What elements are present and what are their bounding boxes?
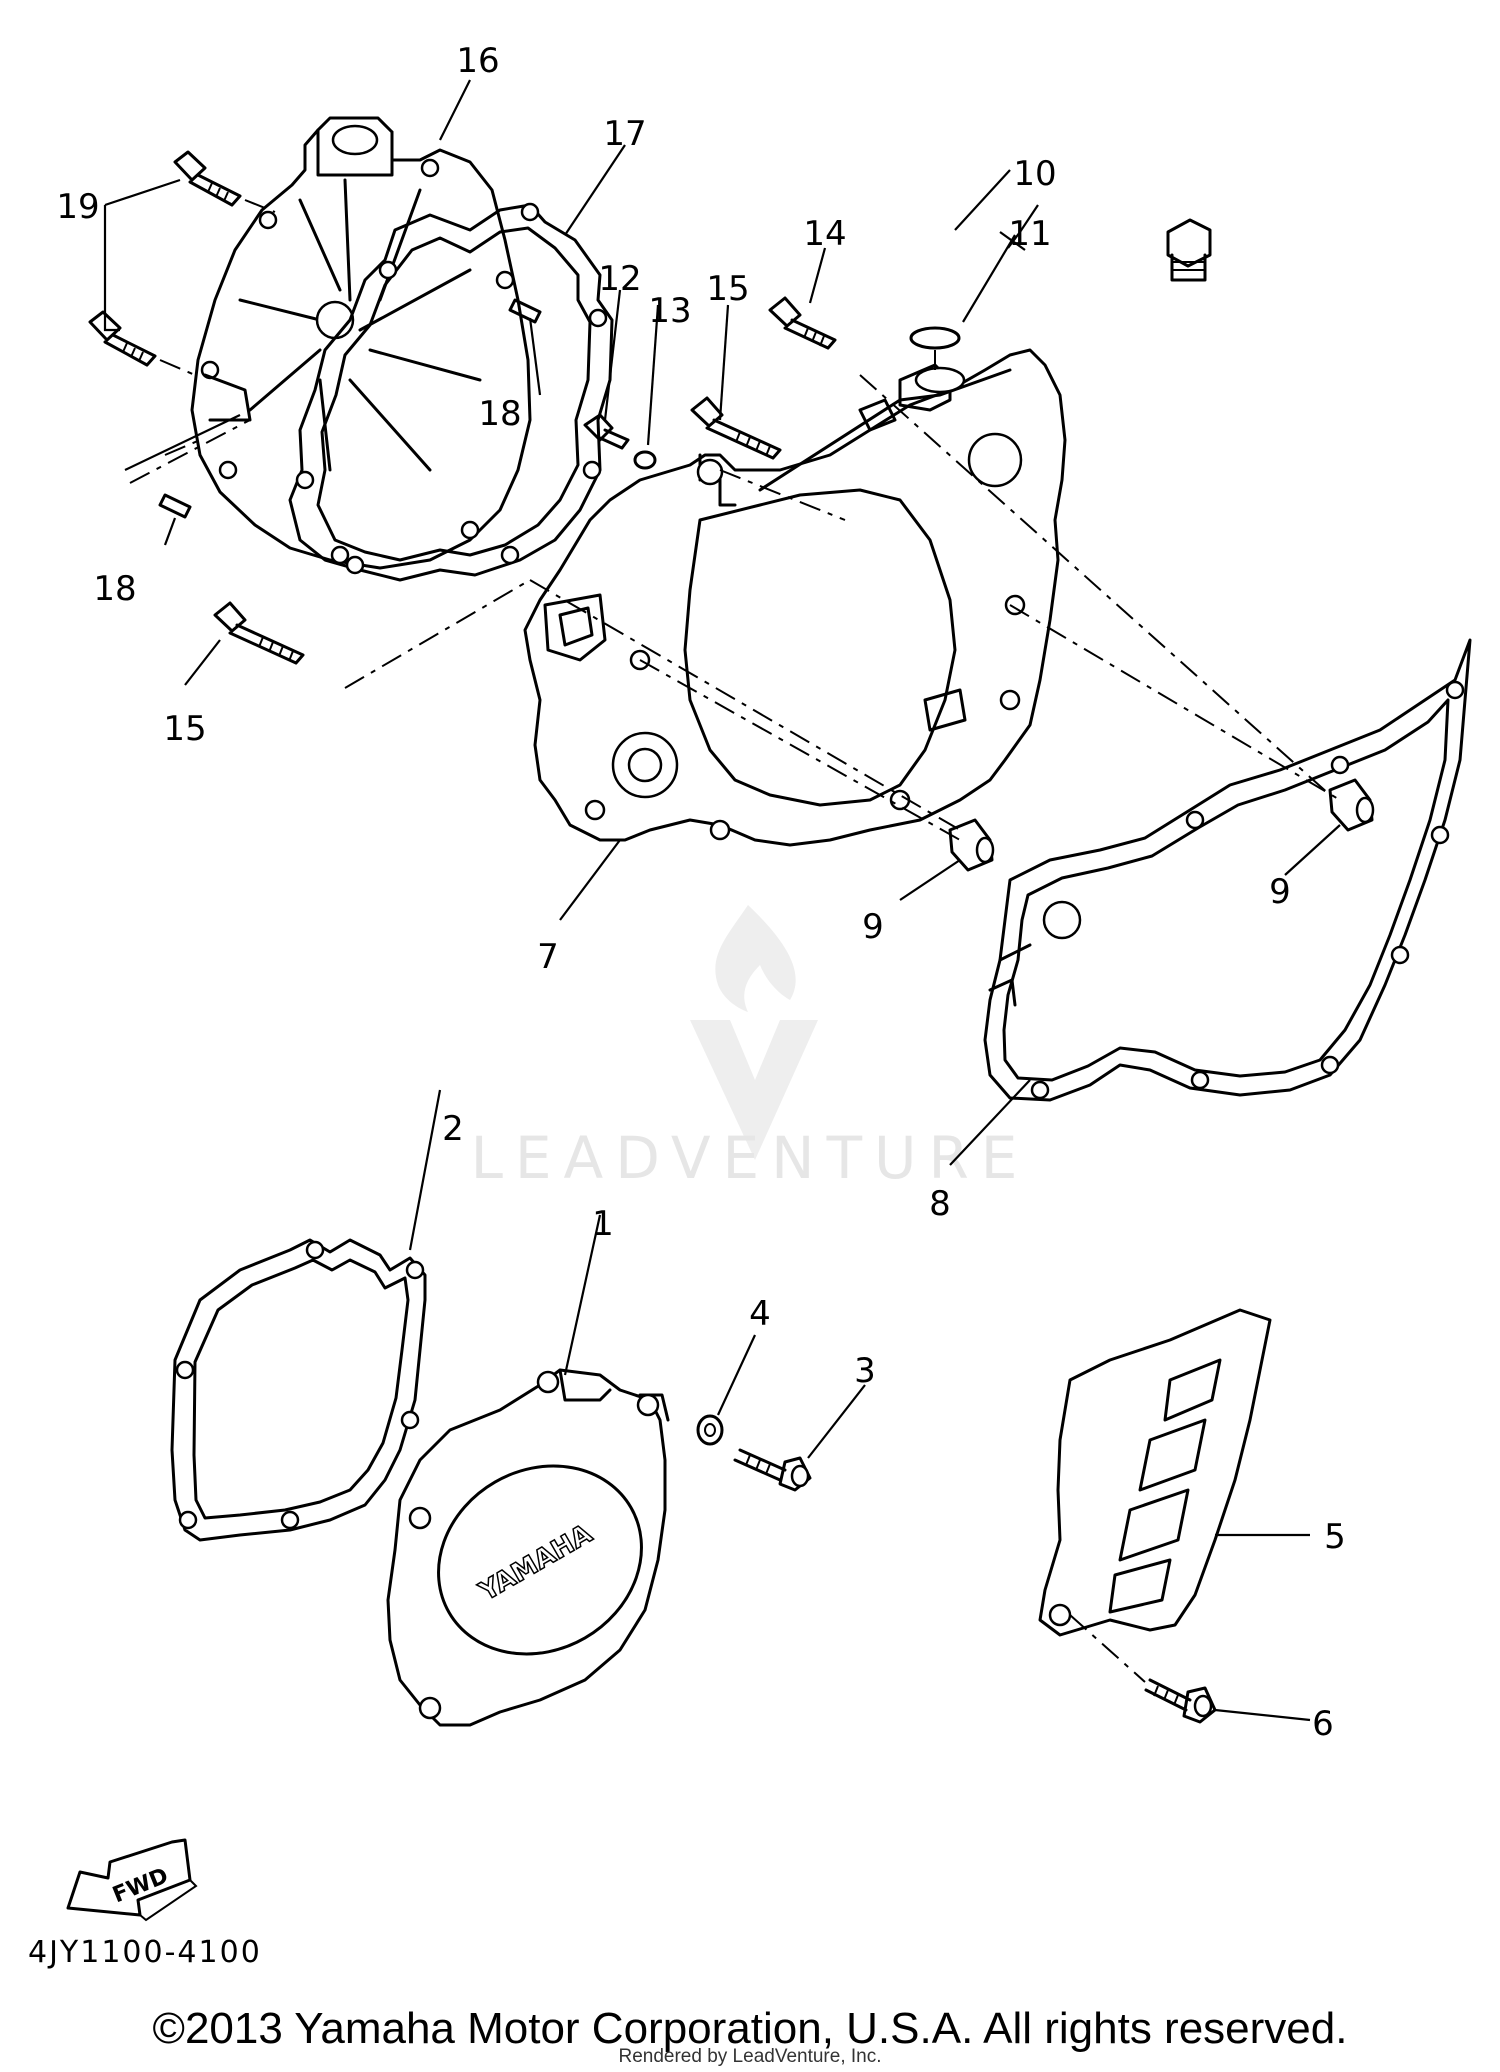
part-11-o-ring <box>909 326 961 350</box>
leadventure-watermark: LEADVENTURE <box>471 905 1030 1192</box>
part-7-crankcase-cover <box>523 348 1067 847</box>
part-2-gasket <box>170 1238 427 1542</box>
part-4-washer <box>696 1414 724 1446</box>
callout-15-top: 15 <box>706 269 749 309</box>
callout-3: 3 <box>854 1351 876 1391</box>
part-18-dowel-pins <box>158 298 542 519</box>
callout-8: 8 <box>929 1184 951 1224</box>
part-3-bolt <box>733 1448 812 1492</box>
callout-16: 16 <box>456 41 499 81</box>
part-19-bolts <box>88 150 242 367</box>
rendered-by-note: Rendered by LeadVenture, Inc. <box>618 2046 882 2067</box>
part-14-bolt <box>768 296 837 350</box>
callout-9-right: 9 <box>1269 872 1291 912</box>
callout-17: 17 <box>603 114 646 154</box>
part-15-bolts <box>213 396 782 665</box>
callout-11: 11 <box>1008 214 1051 254</box>
part-17-gasket <box>288 202 614 582</box>
alignment-lines <box>129 199 1341 1683</box>
fwd-label: FWD <box>109 1864 172 1909</box>
part-16-outer-cover <box>190 116 532 570</box>
callout-15-bottom: 15 <box>163 709 206 749</box>
callout-4: 4 <box>749 1294 771 1334</box>
callout-18-bottom: 18 <box>93 569 136 609</box>
callout-5: 5 <box>1324 1517 1346 1557</box>
part-8-gasket <box>983 638 1472 1102</box>
callout-12: 12 <box>598 259 641 299</box>
leader-lines <box>103 79 1341 1722</box>
part-13-washer <box>633 450 657 470</box>
callout-labels: 16 17 19 10 11 14 12 13 15 18 18 15 7 9 … <box>56 41 1345 1744</box>
fwd-arrow-icon: FWD <box>66 1838 198 1922</box>
part-5-sprocket-guard <box>1038 1308 1272 1637</box>
callout-1: 1 <box>592 1204 614 1244</box>
watermark-text: LEADVENTURE <box>471 1124 1030 1192</box>
callout-10: 10 <box>1013 154 1056 194</box>
diagram-part-code: 4JY1100-4100 <box>28 1935 262 1970</box>
copyright-notice: ©2013 Yamaha Motor Corporation, U.S.A. A… <box>152 2004 1348 2053</box>
yamaha-logo-text: YAMAHA <box>474 1519 598 1608</box>
callout-18-top: 18 <box>478 394 521 434</box>
part-12-bolt <box>583 413 630 450</box>
part-9-dowels <box>948 778 1375 872</box>
part-6-bolt <box>1144 1678 1217 1724</box>
callout-6: 6 <box>1312 1704 1334 1744</box>
callout-14: 14 <box>803 214 846 254</box>
callout-7: 7 <box>537 937 559 977</box>
part-10-filler-cap <box>1166 218 1212 282</box>
callout-2: 2 <box>442 1109 464 1149</box>
callout-9-left: 9 <box>862 907 884 947</box>
part-1-clutch-cover: YAMAHA <box>386 1368 670 1727</box>
callout-19: 19 <box>56 187 99 227</box>
callout-13: 13 <box>648 291 691 331</box>
